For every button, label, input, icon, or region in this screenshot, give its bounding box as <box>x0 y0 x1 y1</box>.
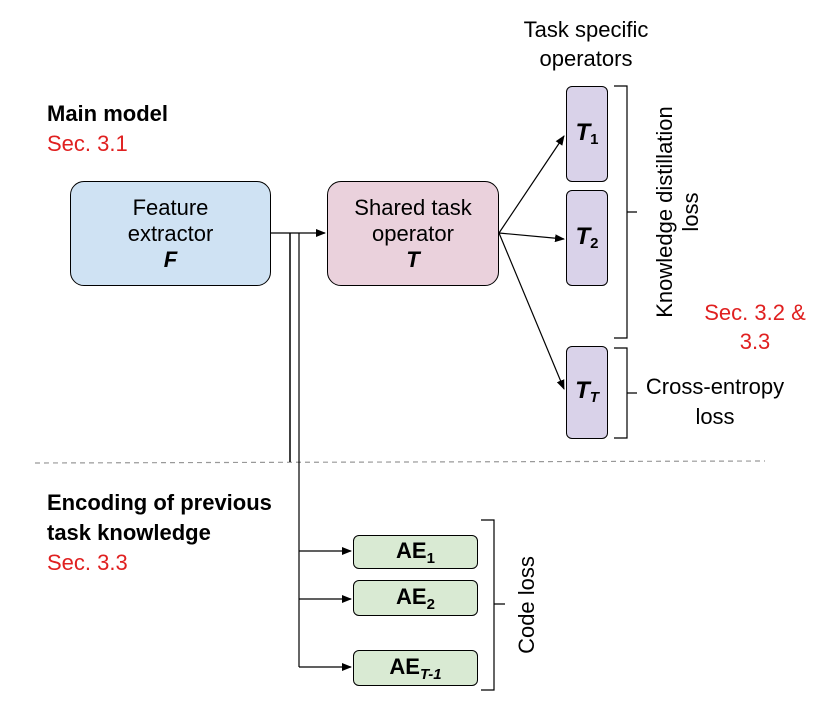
shared-operator-symbol: T <box>406 246 420 272</box>
task-operator-T: TT <box>566 346 608 439</box>
losses-ref-line2: 3.3 <box>739 329 771 354</box>
feature-extractor-line2: extractor <box>127 220 214 246</box>
task-operator-T-sub: T <box>589 389 599 406</box>
encoding-title-line1: Encoding of previous <box>47 490 272 515</box>
autoencoder-2-label: AE <box>396 583 427 609</box>
arrow-to-t1 <box>498 135 565 234</box>
task-operator-1-symbol: T <box>575 118 591 146</box>
main-model-ref: Sec. 3.1 <box>47 131 128 156</box>
autoencoder-1-label: AE <box>396 537 427 563</box>
autoencoder-2: AE2 <box>353 580 478 616</box>
feature-extractor-box: Feature extractor F <box>70 181 271 286</box>
shared-operator-line2: operator <box>372 220 454 246</box>
autoencoder-T-minus-1: AET-1 <box>353 650 478 686</box>
task-operator-T-symbol: T <box>575 377 590 404</box>
cross-entropy-line2: loss <box>695 404 735 429</box>
autoencoder-1: AE1 <box>353 535 478 569</box>
autoencoder-T-minus-1-label: AE <box>389 653 420 679</box>
feature-extractor-symbol: F <box>163 246 178 272</box>
code-bracket <box>481 519 505 691</box>
section-divider <box>34 460 766 464</box>
kd-loss-line1: Knowledge distillation <box>652 106 677 318</box>
task-operator-2-sub: 2 <box>590 234 599 252</box>
encoding-title-line2: task knowledge <box>47 520 211 545</box>
cross-entropy-line1: Cross-entropy <box>645 374 785 399</box>
kd-loss-line2: loss <box>678 192 703 232</box>
arrow-to-t2 <box>498 232 565 243</box>
task-operator-1: T1 <box>566 86 608 182</box>
ce-bracket <box>614 347 637 439</box>
encoding-ref: Sec. 3.3 <box>47 550 128 575</box>
task-specific-line2: operators <box>539 46 633 71</box>
shared-operator-line1: Shared task <box>354 194 472 220</box>
kd-bracket <box>614 85 637 339</box>
code-loss-label: Code loss <box>514 556 539 654</box>
feature-extractor-line1: Feature <box>132 194 209 220</box>
autoencoder-T-minus-1-sub: T-1 <box>419 665 442 683</box>
autoencoder-2-sub: 2 <box>426 595 435 613</box>
task-operator-1-sub: 1 <box>590 130 599 148</box>
task-operator-2-symbol: T <box>575 222 591 250</box>
knowledge-distillation-loss-label: Knowledge distillation loss <box>652 92 708 332</box>
task-specific-line1: Task specific <box>523 17 649 42</box>
arrow-to-tT <box>498 232 565 390</box>
shared-task-operator-box: Shared task operator T <box>327 181 499 286</box>
autoencoder-1-sub: 1 <box>426 549 435 567</box>
losses-ref-line1: Sec. 3.2 & <box>704 300 806 325</box>
task-operator-2: T2 <box>566 190 608 286</box>
main-model-title: Main model <box>47 101 169 126</box>
